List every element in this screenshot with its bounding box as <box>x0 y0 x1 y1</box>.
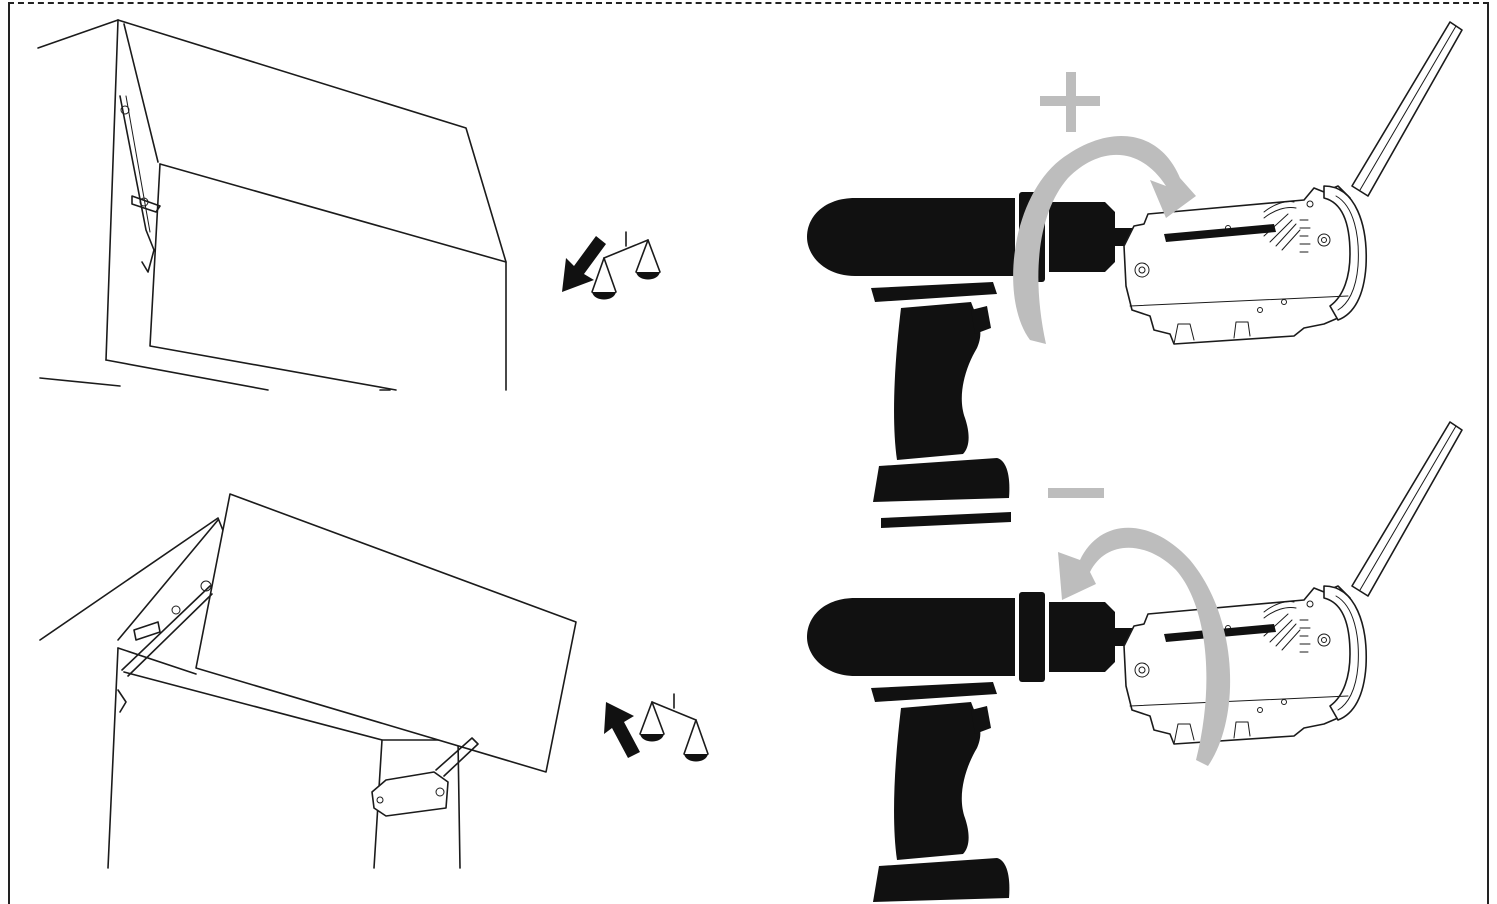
minus-icon <box>1048 488 1104 498</box>
lift-mechanism-bottom <box>1123 421 1463 745</box>
weight-down-icon <box>562 231 661 301</box>
drill-increase <box>807 192 1175 528</box>
cabinet-open-door <box>39 493 577 869</box>
rotate-clockwise-arrow <box>1013 136 1196 344</box>
weight-up-icon <box>604 693 709 763</box>
dashed-top-border <box>8 2 1489 4</box>
left-border <box>8 2 10 904</box>
cabinet-closed-door <box>37 19 507 391</box>
rotate-counterclockwise-arrow <box>1058 527 1231 766</box>
drill-decrease <box>807 592 1175 904</box>
right-border <box>1487 2 1489 904</box>
plus-icon <box>1040 72 1100 132</box>
